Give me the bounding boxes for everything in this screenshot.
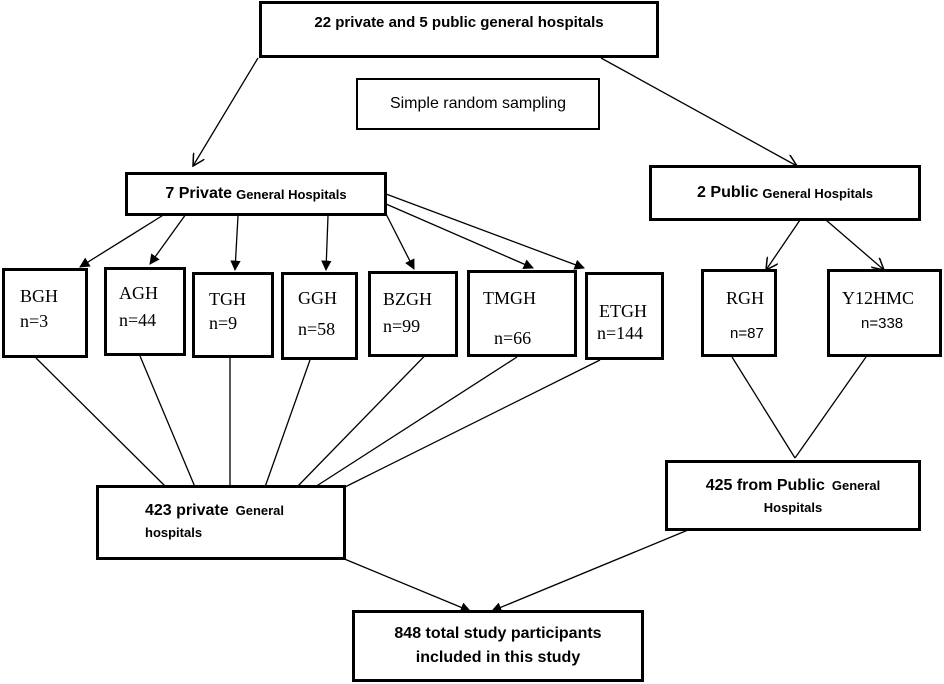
hospital-box-bgh: BGH n=3 <box>2 268 88 358</box>
private-group-prefix: 7 Private <box>165 185 233 202</box>
arrow-public-total-to-final <box>491 529 689 613</box>
hospital-box-tmgh: TMGH n=66 <box>467 270 577 357</box>
arrow-private-total-to-final <box>341 557 471 613</box>
hospital-count: n=3 <box>20 311 49 331</box>
private-total-suffix: General <box>235 503 285 518</box>
hospital-name: TMGH <box>483 288 536 308</box>
public-total-suffix: General <box>831 478 881 493</box>
public-total-box: 425 from Public General Hospitals <box>665 460 921 531</box>
hospital-count: n=144 <box>597 323 644 343</box>
public-total-prefix: 425 from Public <box>705 477 825 494</box>
line-ggh-to-total <box>264 359 311 488</box>
line-bgh-to-total <box>35 357 167 488</box>
line-tmgh-to-total <box>314 356 518 488</box>
arrow-private-to-tgh <box>230 215 241 272</box>
hospital-box-tgh: TGH n=9 <box>192 272 274 358</box>
arrow-top-to-public <box>600 57 797 166</box>
public-group-prefix: 2 Public <box>697 184 759 201</box>
top-box: 22 private and 5 public general hospital… <box>259 1 659 58</box>
private-group-suffix: General Hospitals <box>236 186 347 202</box>
top-label: 22 private and 5 public general hospital… <box>314 14 604 31</box>
hospital-count: n=66 <box>494 328 532 348</box>
sampling-box: Simple random sampling <box>356 78 600 130</box>
hospital-name: GGH <box>298 288 337 308</box>
hospital-name: Y12HMC <box>842 288 915 308</box>
line-rgh-to-total <box>731 356 796 459</box>
hospital-box-y12hmc: Y12HMC n=338 <box>827 269 942 357</box>
hospital-name: TGH <box>209 289 246 309</box>
hospital-count: n=58 <box>298 319 336 339</box>
hospital-count: n=9 <box>209 313 238 333</box>
sampling-label: Simple random sampling <box>389 95 567 112</box>
final-box: 848 total study participants included in… <box>352 610 644 682</box>
hospital-name: RGH <box>726 288 765 308</box>
hospital-name: ETGH <box>599 301 647 321</box>
hospital-count: n=99 <box>383 316 421 336</box>
hospital-name: BGH <box>20 286 59 306</box>
arrow-private-to-bgh <box>79 213 166 268</box>
private-group-box: 7 Private General Hospitals <box>125 172 387 216</box>
final-line1: 848 total study participants <box>394 625 602 642</box>
line-y12hmc-to-total <box>794 356 867 459</box>
arrow-private-to-ggh <box>321 215 332 272</box>
hospital-name: AGH <box>119 283 158 303</box>
hospital-count: n=87 <box>730 325 764 342</box>
arrow-private-to-bzgh <box>383 209 415 270</box>
hospital-count: n=338 <box>861 315 904 332</box>
arrow-private-to-tmgh <box>385 203 534 270</box>
line-etgh-to-total <box>344 359 601 488</box>
public-group-suffix: General Hospitals <box>762 185 873 201</box>
arrow-public-to-y12hmc <box>825 219 884 270</box>
hospital-box-agh: AGH n=44 <box>104 267 186 356</box>
public-total-line2: Hospitals <box>763 500 823 515</box>
arrow-private-to-etgh <box>385 193 585 270</box>
private-total-line2: hospitals <box>145 525 203 540</box>
arrow-public-to-rgh <box>766 219 801 270</box>
hospital-box-ggh: GGH n=58 <box>281 272 358 360</box>
arrow-top-to-private <box>193 57 259 166</box>
private-total-prefix: 423 private <box>145 502 229 519</box>
private-total-box: 423 private General hospitals <box>96 485 346 560</box>
arrow-private-to-agh <box>149 213 187 265</box>
hospital-name: BZGH <box>383 289 432 309</box>
hospital-box-rgh: RGH n=87 <box>701 269 777 357</box>
final-line2: included in this study <box>415 649 581 666</box>
hospital-box-etgh: ETGH n=144 <box>585 272 664 360</box>
public-group-box: 2 Public General Hospitals <box>649 165 921 221</box>
hospital-box-bzgh: BZGH n=99 <box>368 271 458 357</box>
hospital-count: n=44 <box>119 310 157 330</box>
line-agh-to-total <box>139 355 196 488</box>
line-bzgh-to-total <box>296 334 446 488</box>
